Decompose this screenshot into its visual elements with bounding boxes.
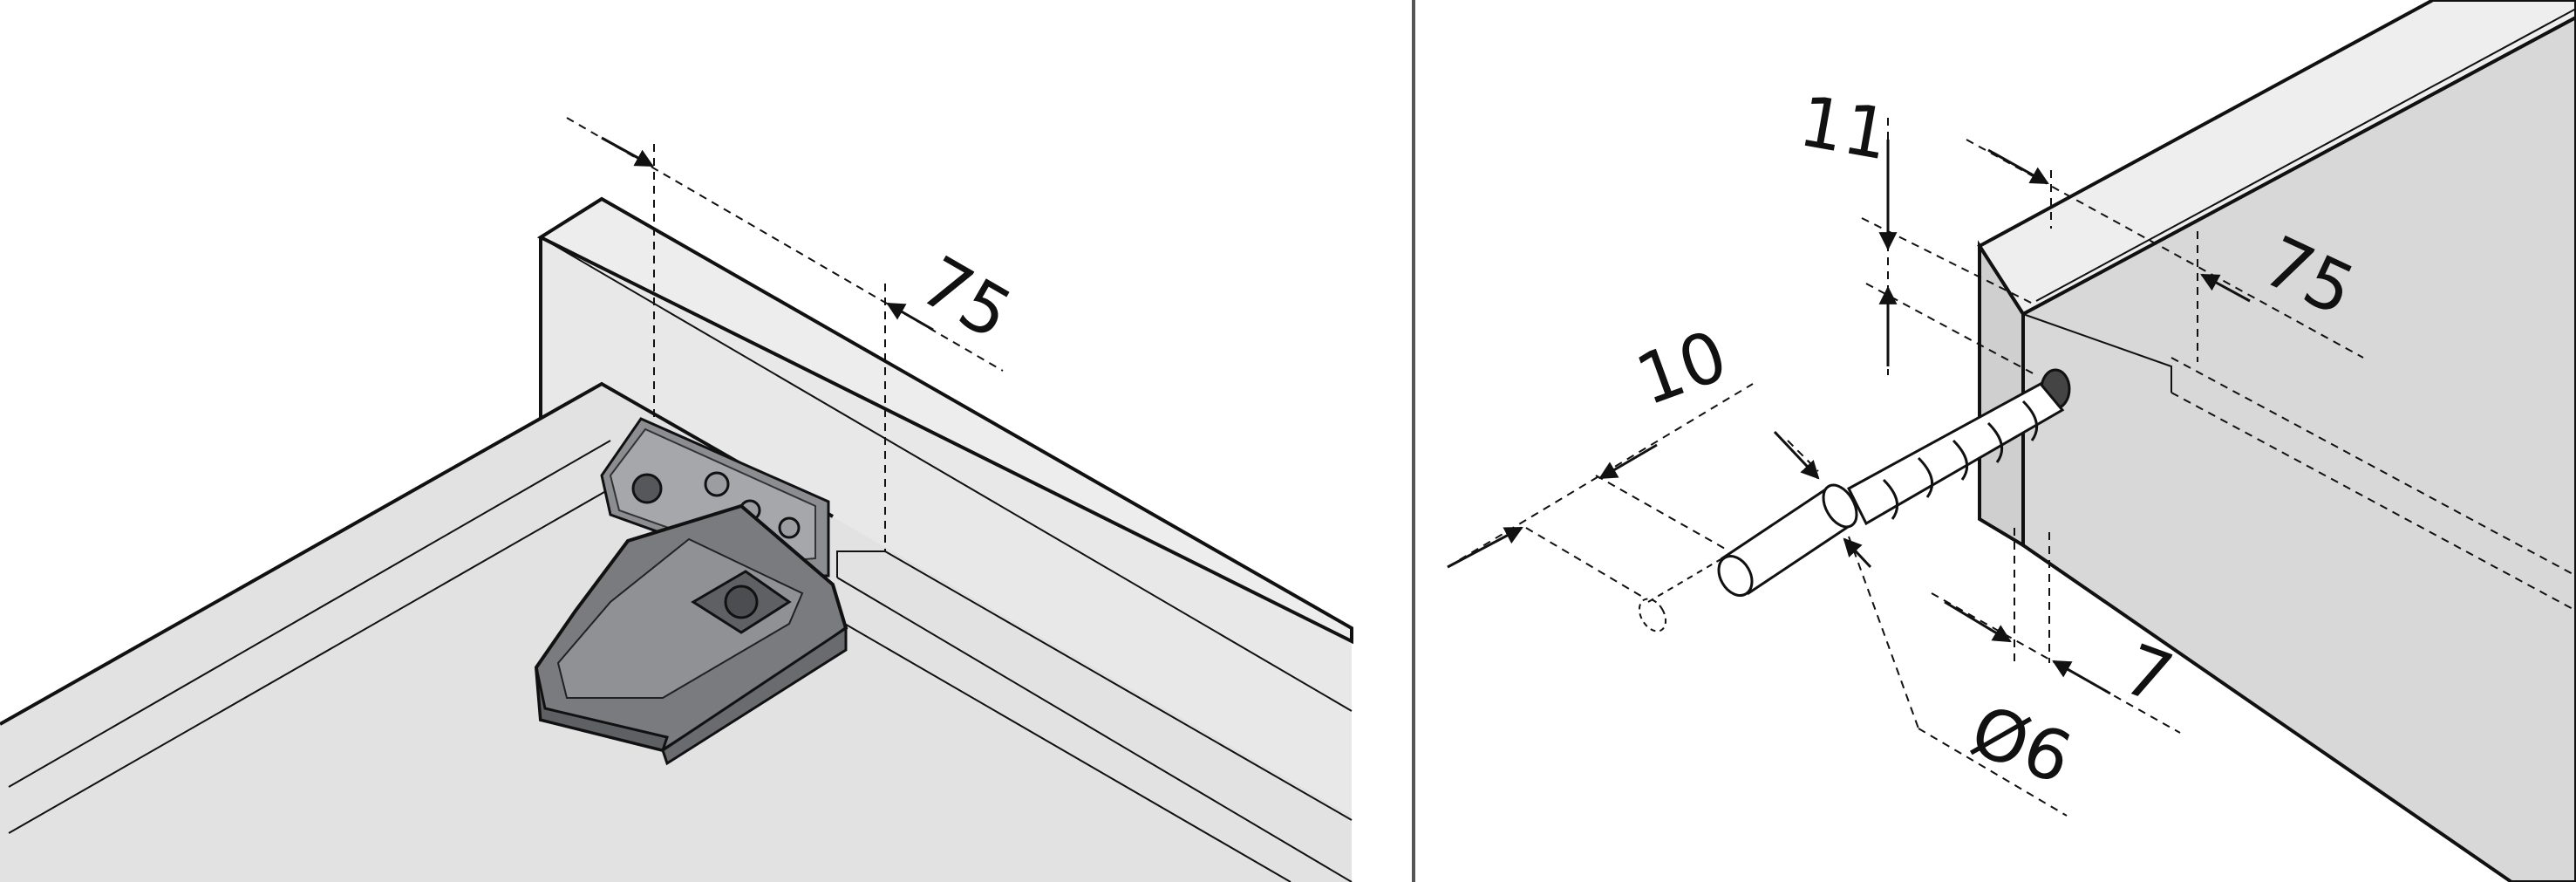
dowel-dashed-end <box>1638 598 1667 632</box>
bracket-part <box>534 417 848 766</box>
right-guide-dia-1 <box>1787 440 1819 472</box>
left-bottom-panel-line-3 <box>836 577 1353 882</box>
right-board-groove-2 <box>2035 8 2576 302</box>
right-guide-long-2 <box>2171 392 2576 612</box>
bracket-adjust-screw <box>724 585 759 619</box>
bracket-pin-3 <box>778 516 801 539</box>
right-guide-10-ext-a <box>1525 527 1645 598</box>
bracket-pin-1 <box>704 471 730 497</box>
arrow-7-b <box>2052 660 2111 695</box>
bracket-screw-hole <box>631 473 663 504</box>
right-board-rebate <box>2022 313 2172 393</box>
right-dimension-7: 7 <box>2114 628 2184 720</box>
arrow-10-a <box>1447 526 1523 569</box>
arrow-7-a <box>1944 600 2012 643</box>
arrow-dia-b <box>1843 537 1872 569</box>
left-dimension-75: 75 <box>908 241 1026 355</box>
left-back-board-top <box>536 196 1353 645</box>
dowel-part <box>1638 382 2065 632</box>
dowel-thread <box>1882 400 2039 520</box>
left-bottom-panel-line-5 <box>884 550 1353 821</box>
arrow-75-a <box>1987 148 2049 185</box>
right-panel: 11 75 10 7 Ø6 <box>1447 0 2576 882</box>
dowel-dashed-tail <box>1647 557 1723 603</box>
left-bottom-panel-line-1 <box>8 440 611 788</box>
left-dim-arrow-b <box>886 302 934 332</box>
arrow-10-b <box>1598 443 1658 480</box>
dowel-end <box>1717 555 1754 597</box>
right-dimension-diameter: Ø6 <box>1961 689 2082 799</box>
right-board-groove-1 <box>2022 18 2573 315</box>
bracket-front-lip <box>535 667 669 752</box>
right-dimension-10: 10 <box>1626 315 1737 421</box>
bracket-side-lip <box>661 626 848 766</box>
left-bottom-panel-line-4 <box>836 619 1291 882</box>
right-guide-10-ext-b <box>1595 475 1728 550</box>
dowel-collar <box>1822 483 1858 529</box>
arrow-75-b <box>2200 273 2251 303</box>
arrow-dia-a <box>1773 430 1820 480</box>
left-front-corner <box>836 550 885 578</box>
right-guide-10-line <box>1447 383 1754 568</box>
left-back-board-inner-edge <box>540 236 1353 712</box>
right-guide-dia-2 <box>1848 536 1919 729</box>
right-guide-dia-3 <box>1918 728 2068 817</box>
left-panel: 75 <box>0 117 1353 882</box>
left-dim-arrow-a <box>601 136 654 168</box>
right-guide-long-1 <box>2171 357 2576 577</box>
left-bottom-panel-line-2 <box>8 488 611 834</box>
right-dimension-11: 11 <box>1794 80 1895 175</box>
dowel-threaded-shank <box>1847 382 2065 526</box>
